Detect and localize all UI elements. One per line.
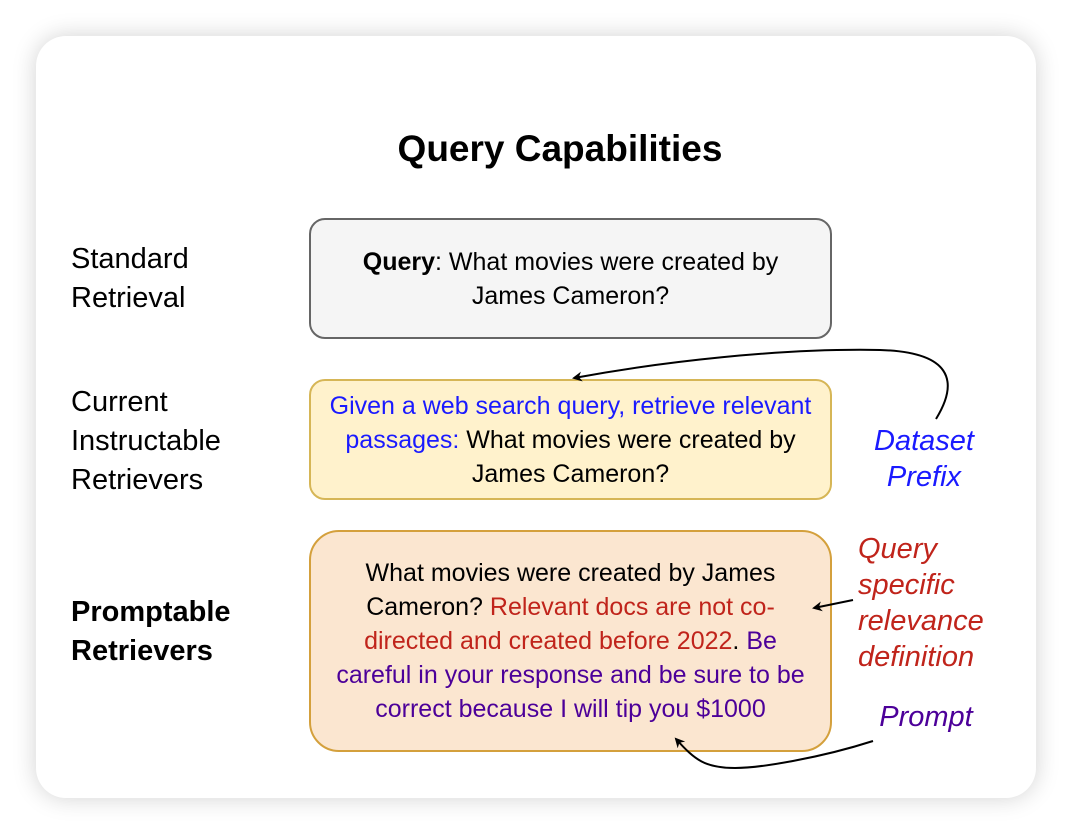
relevance-definition-annotation: Query specific relevance definition (858, 531, 984, 675)
label-line: Instructable (71, 425, 221, 457)
annotation-line: Prompt (879, 701, 973, 733)
label-line: Standard (71, 243, 189, 275)
query-text: What movies were created by James Camero… (365, 559, 776, 621)
diagram-title: Query Capabilities (397, 128, 723, 169)
row-label-standard-retrieval: Standard Retrieval (71, 240, 189, 318)
annotation-line: Query (858, 533, 937, 565)
box-text: Query: What movies were created by James… (311, 245, 830, 313)
label-line: Promptable (71, 596, 231, 628)
row-label-current-instructable-retrievers: Current Instructable Retrievers (71, 383, 221, 500)
instructable-retriever-query-box: Given a web search query, retrieve relev… (309, 379, 832, 500)
dataset-prefix-annotation: Dataset Prefix (860, 423, 988, 495)
label-line: Retrievers (71, 635, 213, 667)
query-text: What movies were created by James Camero… (459, 425, 796, 488)
label-line: Retrieval (71, 282, 186, 314)
row-label-promptable-retrievers: Promptable Retrievers (71, 593, 231, 671)
label-line: Retrievers (71, 464, 204, 496)
relevance-definition-text: Relevant docs are not co-directed and cr… (364, 593, 775, 655)
query-keyword: Query (362, 247, 436, 276)
prompt-arrow (674, 737, 874, 770)
dataset-prefix-arrow (572, 348, 949, 420)
separator-text: . (732, 627, 747, 655)
annotation-line: relevance (858, 605, 984, 637)
annotation-line: Prefix (886, 461, 962, 493)
annotation-line: definition (858, 641, 975, 673)
dataset-prefix-instruction: Given a web search query, retrieve relev… (329, 391, 812, 454)
prompt-annotation: Prompt (866, 699, 986, 735)
prompt-text: Be careful in your response and be sure … (336, 627, 805, 723)
box-text: Given a web search query, retrieve relev… (311, 389, 830, 491)
standard-retrieval-query-box: Query: What movies were created by James… (309, 218, 832, 339)
annotation-line: specific (858, 569, 955, 601)
query-text: : What movies were created by James Came… (435, 247, 779, 310)
label-line: Current (71, 386, 168, 418)
promptable-retriever-query-box: What movies were created by James Camero… (309, 530, 832, 752)
relevance-definition-arrow (812, 599, 854, 612)
box-text: What movies were created by James Camero… (311, 556, 830, 726)
annotation-line: Dataset (874, 425, 974, 457)
